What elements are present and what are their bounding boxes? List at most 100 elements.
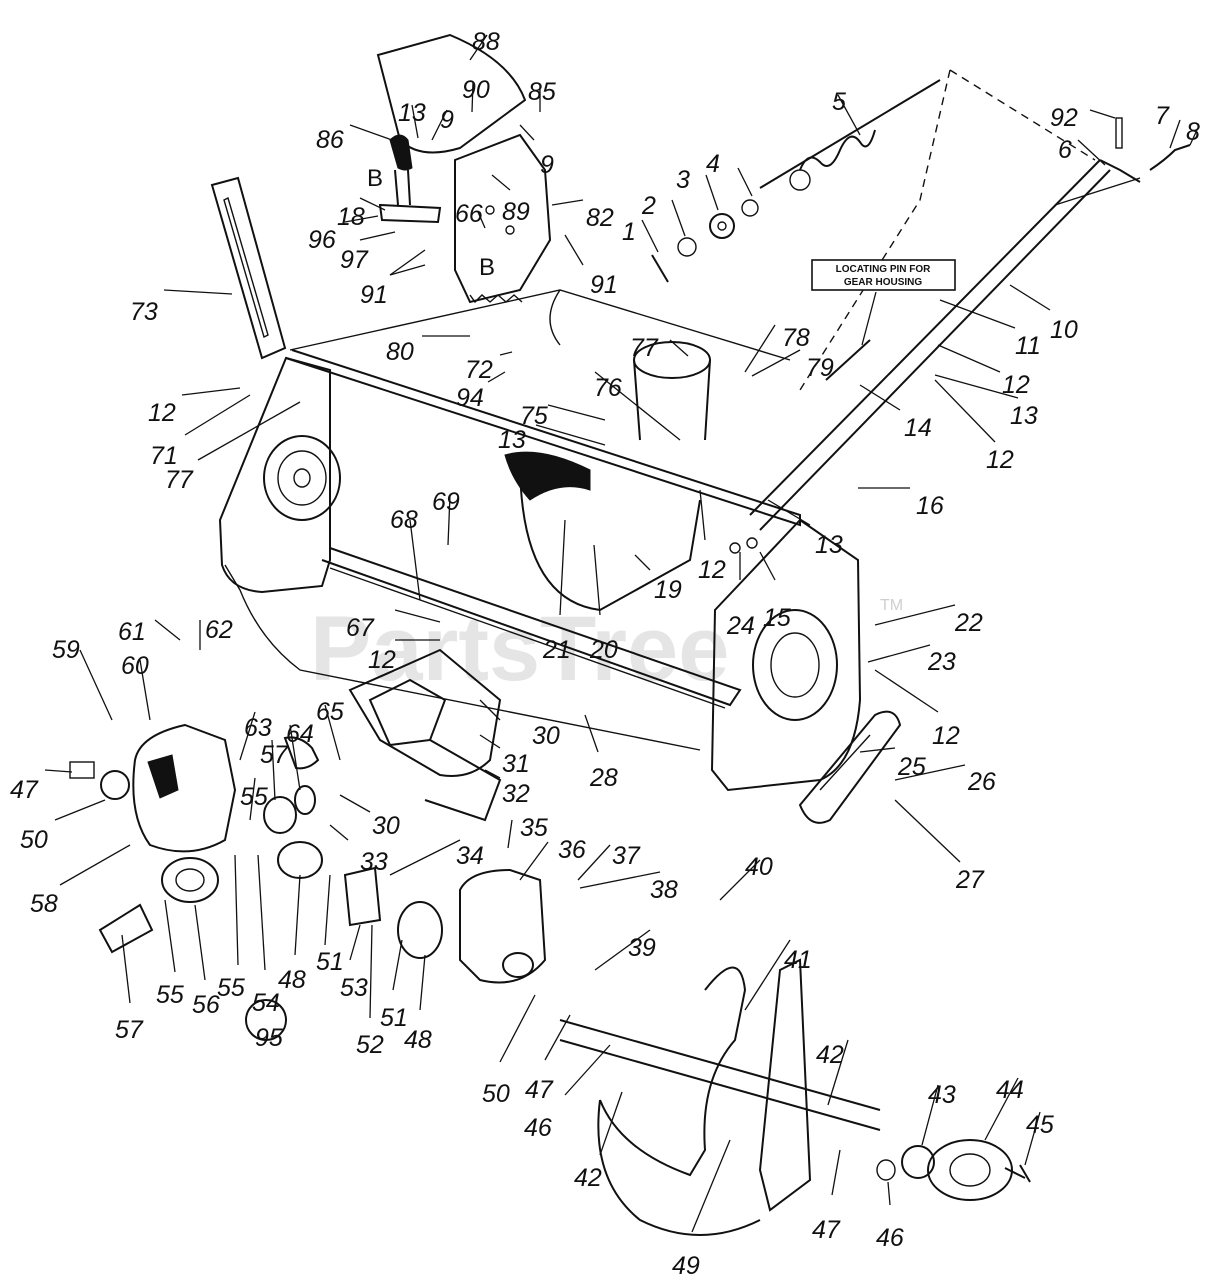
- part-number-label[interactable]: 4: [706, 150, 720, 178]
- part-number-label[interactable]: 51: [316, 948, 344, 976]
- part-number-label[interactable]: 46: [876, 1224, 904, 1252]
- part-number-label[interactable]: 7: [1155, 102, 1170, 130]
- part-number-label[interactable]: 13: [498, 426, 526, 454]
- part-number-label[interactable]: 76: [594, 374, 622, 402]
- part-number-label[interactable]: 62: [205, 616, 233, 644]
- part-number-label[interactable]: 57: [115, 1016, 144, 1044]
- part-number-label[interactable]: 34: [456, 842, 484, 870]
- part-number-label[interactable]: 89: [502, 198, 530, 226]
- part-number-label[interactable]: 9: [540, 151, 554, 179]
- part-number-label[interactable]: 13: [815, 531, 843, 559]
- part-number-label[interactable]: 12: [698, 556, 726, 584]
- part-number-label[interactable]: 78: [782, 324, 810, 352]
- part-number-label[interactable]: 6: [1058, 136, 1072, 164]
- part-number-label[interactable]: 24: [726, 612, 755, 640]
- part-number-label[interactable]: 35: [520, 814, 548, 842]
- part-number-label[interactable]: 13: [1010, 402, 1038, 430]
- part-number-label[interactable]: 92: [1050, 104, 1078, 132]
- part-number-label[interactable]: 59: [52, 636, 80, 664]
- part-number-label[interactable]: 75: [520, 402, 548, 430]
- part-number-label[interactable]: 47: [10, 776, 39, 804]
- part-number-label[interactable]: 63: [244, 714, 272, 742]
- part-number-label[interactable]: 38: [650, 876, 678, 904]
- part-number-label[interactable]: 36: [558, 836, 586, 864]
- part-number-label[interactable]: 8: [1186, 118, 1200, 146]
- part-number-label[interactable]: 20: [589, 636, 618, 664]
- part-number-label[interactable]: 50: [482, 1080, 510, 1108]
- part-number-label[interactable]: 77: [165, 466, 194, 494]
- part-number-label[interactable]: 2: [641, 192, 656, 220]
- part-number-label[interactable]: 42: [816, 1041, 844, 1069]
- part-number-label[interactable]: 3: [676, 166, 690, 194]
- part-number-label[interactable]: 71: [150, 442, 178, 470]
- part-number-label[interactable]: 91: [360, 281, 388, 309]
- part-number-label[interactable]: 15: [763, 604, 791, 632]
- part-number-label[interactable]: 25: [897, 753, 926, 781]
- part-number-label[interactable]: 68: [390, 506, 418, 534]
- part-number-label[interactable]: 12: [1002, 371, 1030, 399]
- part-number-label[interactable]: 54: [252, 989, 280, 1017]
- part-number-label[interactable]: 39: [628, 934, 656, 962]
- part-number-label[interactable]: 27: [955, 866, 985, 894]
- part-number-label[interactable]: 95: [255, 1024, 283, 1052]
- part-number-label[interactable]: 12: [148, 399, 176, 427]
- part-number-label[interactable]: 1: [622, 218, 636, 246]
- part-number-label[interactable]: 49: [672, 1252, 700, 1280]
- part-number-label[interactable]: 30: [372, 812, 400, 840]
- part-number-label[interactable]: 12: [932, 722, 960, 750]
- part-number-label[interactable]: 56: [192, 991, 220, 1019]
- part-number-label[interactable]: 26: [967, 768, 996, 796]
- part-number-label[interactable]: 40: [745, 853, 773, 881]
- part-number-label[interactable]: 61: [118, 618, 146, 646]
- part-number-label[interactable]: 90: [462, 76, 490, 104]
- part-number-label[interactable]: 48: [404, 1026, 432, 1054]
- part-number-label[interactable]: 52: [356, 1031, 384, 1059]
- part-number-label[interactable]: 55: [156, 981, 184, 1009]
- part-number-label[interactable]: 86: [316, 126, 344, 154]
- part-number-label[interactable]: 88: [472, 28, 500, 56]
- part-number-label[interactable]: 60: [121, 652, 149, 680]
- part-number-label[interactable]: 31: [502, 750, 530, 778]
- part-number-label[interactable]: 44: [996, 1076, 1024, 1104]
- part-number-label[interactable]: 57: [260, 741, 289, 769]
- part-number-label[interactable]: 51: [380, 1004, 408, 1032]
- part-number-label[interactable]: 55: [240, 783, 268, 811]
- part-number-label[interactable]: 30: [532, 722, 560, 750]
- part-number-label[interactable]: 12: [986, 446, 1014, 474]
- part-number-label[interactable]: 79: [806, 354, 834, 382]
- part-number-label[interactable]: 64: [286, 720, 314, 748]
- part-number-label[interactable]: 48: [278, 966, 306, 994]
- part-number-label[interactable]: 32: [502, 780, 530, 808]
- part-number-label[interactable]: 13: [398, 99, 426, 127]
- part-number-label[interactable]: 5: [832, 88, 846, 116]
- part-number-label[interactable]: 97: [340, 246, 369, 274]
- part-number-label[interactable]: 77: [630, 334, 659, 362]
- part-number-label[interactable]: 9: [440, 106, 454, 134]
- part-number-label[interactable]: 67: [346, 614, 375, 642]
- part-number-label[interactable]: 82: [586, 204, 614, 232]
- part-number-label[interactable]: 43: [928, 1081, 956, 1109]
- part-number-label[interactable]: 65: [316, 698, 344, 726]
- part-number-label[interactable]: 33: [360, 848, 388, 876]
- part-number-label[interactable]: 41: [784, 946, 812, 974]
- part-number-label[interactable]: 11: [1015, 332, 1041, 360]
- part-number-label[interactable]: 58: [30, 890, 58, 918]
- part-number-label[interactable]: 72: [465, 356, 493, 384]
- part-number-label[interactable]: 94: [456, 384, 484, 412]
- part-number-label[interactable]: 66: [455, 200, 483, 228]
- part-number-label[interactable]: 91: [590, 271, 618, 299]
- part-number-label[interactable]: 96: [308, 226, 336, 254]
- part-number-label[interactable]: 73: [130, 298, 158, 326]
- part-number-label[interactable]: 28: [589, 764, 618, 792]
- part-number-label[interactable]: 45: [1026, 1111, 1054, 1139]
- part-number-label[interactable]: 85: [528, 78, 556, 106]
- part-number-label[interactable]: 42: [574, 1164, 602, 1192]
- part-number-label[interactable]: 80: [386, 338, 414, 366]
- part-number-label[interactable]: 19: [654, 576, 682, 604]
- part-number-label[interactable]: 47: [812, 1216, 841, 1244]
- part-number-label[interactable]: 21: [542, 636, 571, 664]
- part-number-label[interactable]: 37: [612, 842, 641, 870]
- part-number-label[interactable]: 14: [904, 414, 932, 442]
- part-number-label[interactable]: 10: [1050, 316, 1078, 344]
- part-number-label[interactable]: 50: [20, 826, 48, 854]
